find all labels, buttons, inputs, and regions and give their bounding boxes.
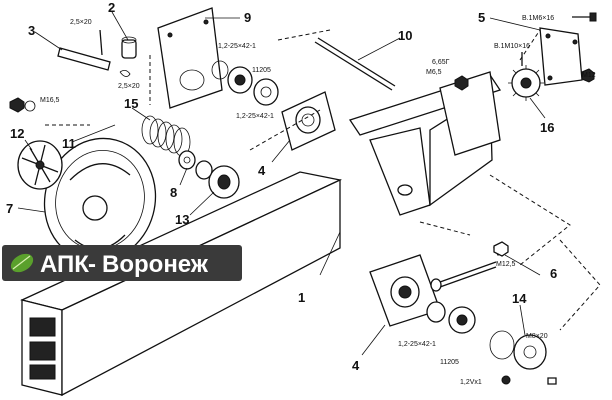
callout-3: 3 [28, 23, 35, 38]
flange-4-top [281, 91, 336, 151]
leader-lines [17, 11, 546, 356]
assembly-guide-lines [45, 29, 601, 331]
callout-7: 7 [6, 201, 13, 216]
spec-1-2vx1: 1,2Vх1 [460, 379, 482, 386]
nut-m12 [581, 68, 595, 83]
spec-m6-5: M6,5 [426, 69, 442, 76]
sprocket-16 [508, 65, 544, 101]
watermark-background [2, 245, 242, 281]
apk-voronezh-watermark: АПК - Воронеж [2, 245, 242, 281]
lever-3 [57, 29, 111, 71]
end-cap-14 [489, 330, 557, 385]
leaf-icon [10, 253, 34, 273]
spec-11205-top: 11205 [252, 67, 271, 74]
bearing-housing-4-bottom [369, 254, 441, 327]
spec-6-65g: 6,65Г [432, 59, 450, 66]
spring [141, 115, 191, 157]
nut-m12-5 [493, 241, 509, 257]
watermark-city: Воронеж [102, 251, 209, 278]
spec-m8x20: M8×20 [526, 333, 548, 340]
watermark-apk: АПК [40, 251, 89, 278]
spec-labels: 2,5×20 2,5×20 M16,5 1,2-25×42-1 11205 1,… [40, 15, 596, 386]
spec-m12-5: M12,5 [496, 261, 516, 268]
callout-4-top: 4 [258, 163, 266, 178]
spec-bearing-mid: 1,2-25×42-1 [236, 113, 274, 120]
watermark-separator: - [88, 251, 96, 278]
callout-4-bottom: 4 [352, 358, 360, 373]
cover-plate-5 [539, 27, 583, 86]
callout-numbers: 1 2 3 4 4 5 6 7 8 9 10 11 12 13 14 15 16 [6, 0, 557, 373]
spec-bearing-top: 1,2-25×42-1 [218, 43, 256, 50]
bearing-cap-13 [195, 160, 240, 199]
knob-2 [121, 36, 137, 59]
washer-8 [178, 150, 196, 170]
callout-1: 1 [298, 290, 305, 305]
callout-9: 9 [244, 10, 251, 25]
split-pin [119, 70, 131, 77]
spec-m12: M12 [582, 72, 596, 79]
spec-2-5x20-bottom: 2,5×20 [118, 83, 140, 90]
callout-14: 14 [512, 291, 527, 306]
pin-1-2vx1 [501, 375, 511, 385]
spec-bearing-bottom: 1,2-25×42-1 [398, 341, 436, 348]
gearbox-bracket [348, 71, 502, 216]
bolt-m6-16 [572, 12, 597, 22]
callout-13: 13 [175, 212, 189, 227]
callout-12: 12 [10, 126, 24, 141]
callout-16: 16 [540, 120, 554, 135]
callout-15: 15 [124, 96, 138, 111]
callout-10: 10 [398, 28, 412, 43]
callout-8: 8 [170, 185, 177, 200]
callout-11: 11 [62, 136, 76, 151]
callout-6: 6 [550, 266, 557, 281]
callout-5: 5 [478, 10, 485, 25]
spec-b1m10x16: B.1M10×16 [494, 43, 530, 50]
spec-2-5x20-top: 2,5×20 [70, 19, 92, 26]
nut-m6-5 [454, 75, 469, 91]
bearing-bottom [426, 301, 476, 334]
support-plate-9 [157, 7, 223, 109]
impeller [17, 140, 63, 190]
bearing-top [211, 60, 279, 106]
nut-m16-5 [9, 97, 36, 113]
shaft-10 [314, 37, 396, 91]
callout-2: 2 [108, 0, 115, 15]
spec-b1m6x16: B.1M6×16 [522, 15, 554, 22]
spec-m16-5: M16,5 [40, 97, 60, 104]
spec-11205-bottom: 11205 [440, 359, 459, 366]
